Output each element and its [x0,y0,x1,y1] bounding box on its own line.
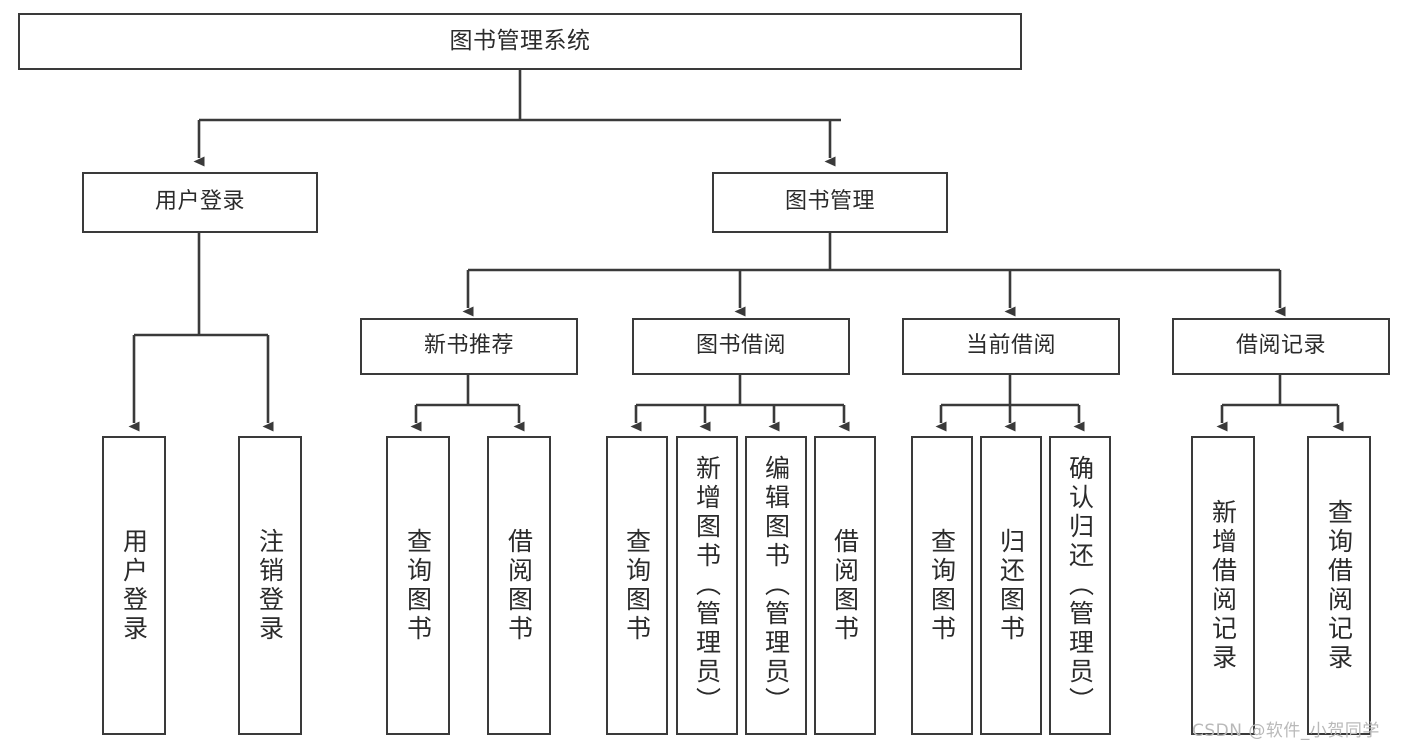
node-leaf-borrow-book-1[interactable]: 借阅图书 [487,436,551,735]
node-label: 图书管理 [784,189,875,215]
node-leaf-add-book[interactable]: 新增图书（管理员） [676,436,738,735]
edge-group-new-book-recommend [410,375,525,432]
node-leaf-return-book[interactable]: 归还图书 [980,436,1042,735]
node-label: 查询图书 [927,527,957,644]
node-new-book-recommend[interactable]: 新书推荐 [360,318,578,375]
node-leaf-confirm-return[interactable]: 确认归还（管理员） [1049,436,1111,735]
edge-group-book-borrow [630,375,850,432]
node-current-borrow[interactable]: 当前借阅 [902,318,1120,375]
node-label: 借阅记录 [1235,333,1326,359]
node-leaf-add-record[interactable]: 新增借阅记录 [1191,436,1255,735]
node-label: 图书管理系统 [449,27,591,54]
node-label: 归还图书 [996,527,1026,644]
node-book-manage[interactable]: 图书管理 [712,172,948,233]
node-label: 新书推荐 [423,333,514,359]
node-label: 编辑图书（管理员） [761,455,791,716]
node-label: 借阅图书 [504,527,534,644]
node-label: 注销登录 [255,527,285,644]
node-label: 确认归还（管理员） [1065,455,1095,716]
node-label: 查询图书 [622,527,652,644]
node-leaf-borrow-book-2[interactable]: 借阅图书 [814,436,876,735]
node-leaf-query-book-1[interactable]: 查询图书 [386,436,450,735]
node-leaf-query-record[interactable]: 查询借阅记录 [1307,436,1371,735]
node-borrow-record[interactable]: 借阅记录 [1172,318,1390,375]
node-label: 用户登录 [154,189,245,215]
node-label: 借阅图书 [830,527,860,644]
node-leaf-user-login[interactable]: 用户登录 [102,436,166,735]
node-leaf-query-book-2[interactable]: 查询图书 [606,436,668,735]
node-label: 用户登录 [119,527,149,644]
node-root-book-management-system[interactable]: 图书管理系统 [18,13,1022,70]
node-label: 查询借阅记录 [1324,498,1354,673]
csdn-watermark: CSDN @软件_小贺同学 [1192,721,1380,741]
node-label: 图书借阅 [695,333,786,359]
node-leaf-query-book-3[interactable]: 查询图书 [911,436,973,735]
node-label: 新增图书（管理员） [692,455,722,716]
edge-group-user-login [128,233,274,432]
node-leaf-edit-book[interactable]: 编辑图书（管理员） [745,436,807,735]
node-label: 新增借阅记录 [1208,498,1238,673]
node-label: 当前借阅 [965,333,1056,359]
node-book-borrow[interactable]: 图书借阅 [632,318,850,375]
edge-group-root [193,70,841,167]
node-label: 查询图书 [403,527,433,644]
edge-group-borrow-record [1216,375,1344,432]
node-user-login[interactable]: 用户登录 [82,172,318,233]
node-leaf-user-logout[interactable]: 注销登录 [238,436,302,735]
edge-group-book-manage [462,233,1286,317]
edge-group-current-borrow [935,375,1085,432]
